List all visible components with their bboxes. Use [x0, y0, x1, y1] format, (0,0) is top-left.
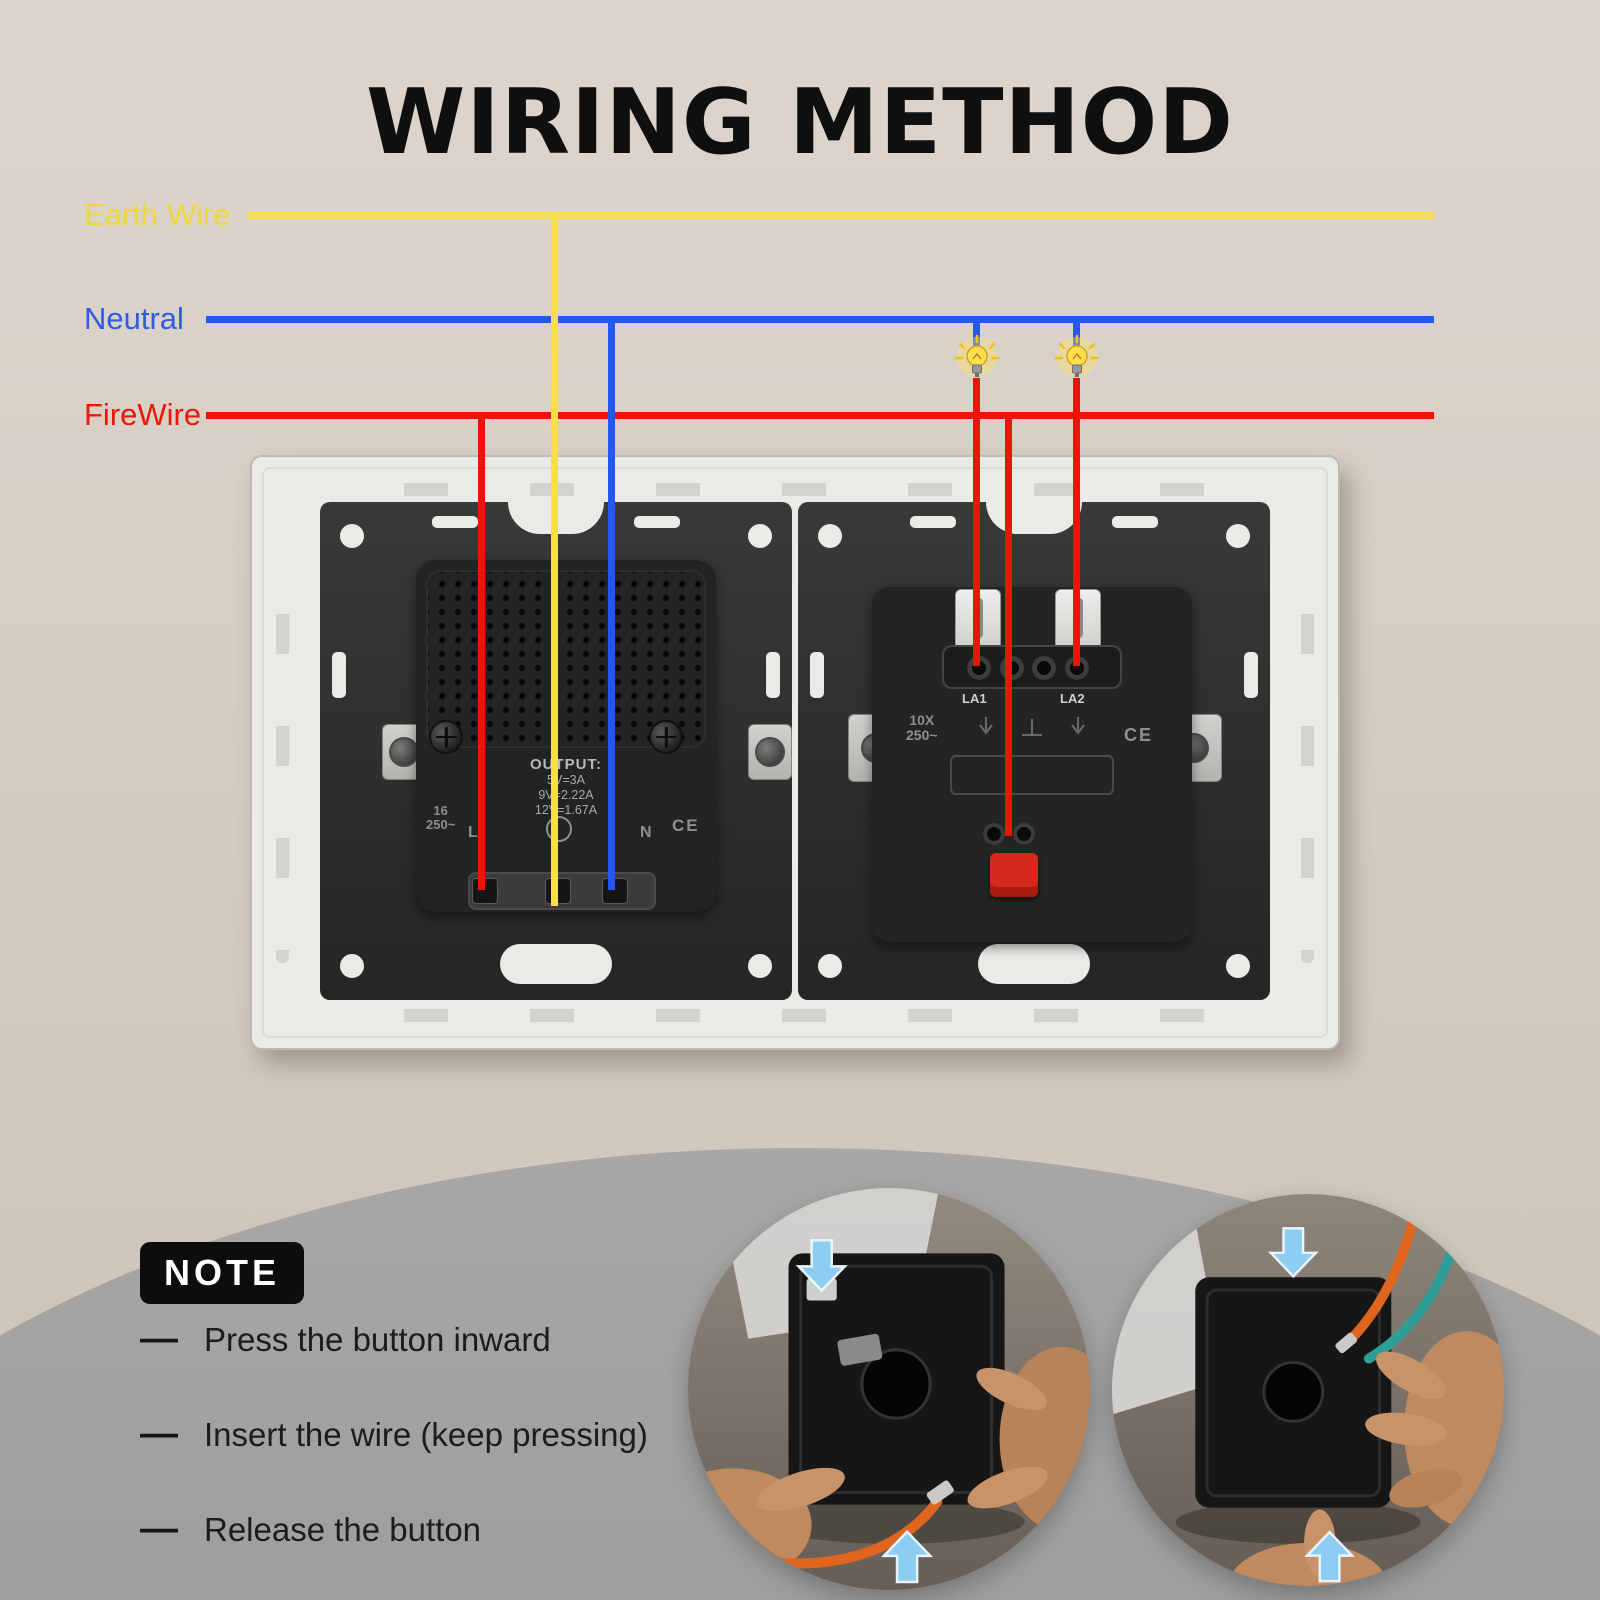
rating-plate-outline [950, 755, 1114, 795]
bracket-corner-hole [748, 524, 772, 548]
output-line: 12V=1.67A [534, 803, 598, 817]
screw-icon [649, 720, 683, 754]
bracket-slot [332, 652, 346, 698]
bracket-slot [1112, 516, 1158, 528]
bracket-corner-hole [818, 954, 842, 978]
earth-wire-line [248, 212, 1434, 219]
page-title: WIRING METHOD [365, 70, 1235, 175]
bracket-corner-hole [340, 524, 364, 548]
terminal-hole [1032, 656, 1056, 680]
wire-clamp [472, 878, 498, 904]
bracket-corner-hole [1226, 954, 1250, 978]
bracket-keyhole [978, 944, 1090, 984]
bracket-corner-hole [748, 954, 772, 978]
bracket-corner-hole [340, 954, 364, 978]
bracket-corner-hole [818, 524, 842, 548]
bracket-slot [810, 652, 824, 698]
note-item: — Insert the wire (keep pressing) [140, 1413, 648, 1456]
output-line: 9V=2.22A [538, 788, 594, 802]
neutral-wire-drop-left [608, 316, 615, 890]
load-terminal-hole [1013, 823, 1035, 845]
terminal-label-neutral: N [640, 824, 652, 841]
wire-clamp [602, 878, 628, 904]
note-item: — Press the button inward [140, 1318, 648, 1361]
neutral-wire-line [206, 316, 1434, 323]
arrow-up-icon [1304, 1530, 1355, 1583]
mounting-claw [748, 724, 792, 780]
bracket-slot [432, 516, 478, 528]
note-list: — Press the button inward — Insert the w… [140, 1318, 648, 1600]
release-button [990, 853, 1038, 897]
installation-photo-illustration [1112, 1194, 1504, 1586]
light-bulb-icon [952, 334, 1002, 392]
fire-wire-drop-left [478, 412, 485, 890]
installation-photo-insert-wire [1112, 1194, 1504, 1586]
frame-slot-decorations [1301, 542, 1314, 963]
frame-slot-decorations [322, 483, 1268, 496]
installation-photo-press-button [688, 1188, 1090, 1590]
note-text: Release the button [204, 1510, 482, 1548]
bracket-slot [910, 516, 956, 528]
ce-mark: CE [1124, 725, 1154, 745]
note-text: Insert the wire (keep pressing) [204, 1415, 648, 1453]
wiring-schematic-marks [979, 717, 1085, 736]
output-rating-text: OUTPUT: 5V=3A 9V=2.22A 12V=1.67A [476, 756, 656, 818]
neutral-to-bulb-1 [973, 316, 980, 352]
output-title: OUTPUT: [530, 756, 602, 773]
ce-mark: CE [672, 816, 700, 835]
fire-wire-line [206, 412, 1434, 419]
note-badge: NOTE [140, 1242, 305, 1304]
arrow-down-icon [795, 1239, 848, 1293]
bracket-top-notch [986, 502, 1082, 534]
screw-icon [429, 720, 463, 754]
arrow-down-icon [1267, 1227, 1319, 1279]
neutral-to-bulb-2 [1073, 316, 1080, 352]
bulb1-to-switch-wire [973, 378, 980, 666]
note-item: — Release the button [140, 1508, 648, 1551]
terminal-label-la1: LA1 [962, 691, 987, 706]
bracket-keyhole [500, 944, 612, 984]
terminal-label-la2: LA2 [1060, 691, 1085, 706]
vent-hole-grid [426, 570, 706, 748]
switch-module: LA1 LA2 10X 250~ CE [872, 587, 1192, 942]
switch-mounting-bracket: LA1 LA2 10X 250~ CE [798, 502, 1270, 1000]
bracket-slot [766, 652, 780, 698]
installation-photo-illustration [688, 1188, 1090, 1590]
terminal-label-live: L [468, 824, 478, 841]
wire-clamp [545, 878, 571, 904]
dash-bullet: — [140, 1508, 178, 1550]
arrow-up-icon [881, 1529, 934, 1584]
dash-bullet: — [140, 1413, 178, 1455]
cert-logo-icon [546, 816, 572, 842]
fire-wire-label: FireWire [84, 397, 202, 432]
terminal-hole [1000, 656, 1024, 680]
current-rating: 16 250~ [426, 803, 456, 832]
bracket-corner-hole [1226, 524, 1250, 548]
earth-wire-drop [551, 212, 558, 906]
light-bulb-icon [1052, 334, 1102, 392]
bulb2-to-switch-wire [1073, 378, 1080, 666]
usb-socket-module: OUTPUT: 5V=3A 9V=2.22A 12V=1.67A 16 250~… [416, 560, 716, 912]
fire-wire-drop-right [1005, 412, 1012, 836]
neutral-wire-label: Neutral [84, 301, 184, 336]
output-line: 5V=3A [547, 773, 585, 787]
load-terminal-hole [983, 823, 1005, 845]
terminal-block [942, 645, 1122, 689]
dash-bullet: — [140, 1318, 178, 1360]
earth-wire-label: Earth Wire [84, 197, 231, 232]
frame-slot-decorations [322, 1009, 1268, 1022]
frame-slot-decorations [276, 542, 289, 963]
mounting-frame: OUTPUT: 5V=3A 9V=2.22A 12V=1.67A 16 250~… [250, 455, 1340, 1050]
bracket-slot [1244, 652, 1258, 698]
terminal-strip [468, 872, 656, 910]
bracket-slot [634, 516, 680, 528]
note-text: Press the button inward [204, 1320, 551, 1358]
current-rating: 10X 250~ [906, 712, 938, 743]
